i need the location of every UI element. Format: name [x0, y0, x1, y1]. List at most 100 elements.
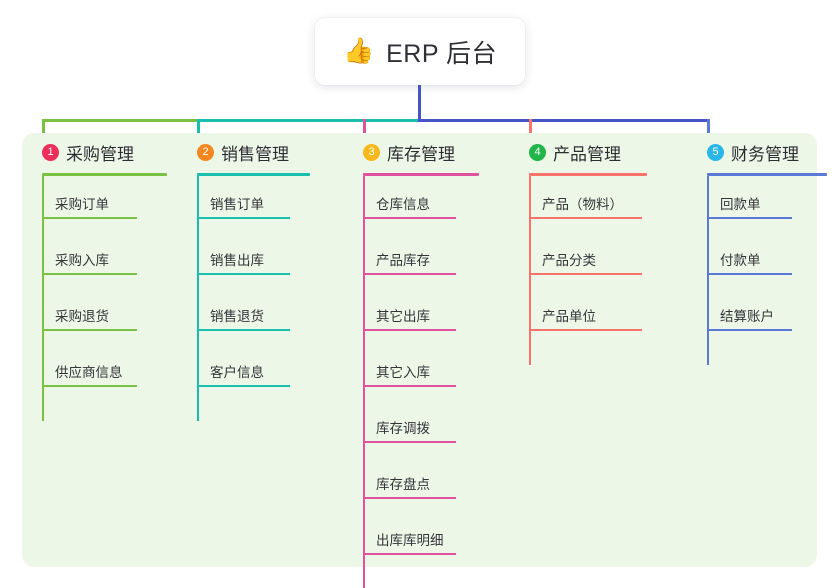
leaf-item-underline [363, 329, 456, 331]
leaf-item-underline [42, 385, 137, 387]
leaf-item[interactable]: 其它入库 [363, 344, 456, 387]
leaf-item-underline [363, 553, 456, 555]
trunk-segment-2 [197, 119, 419, 122]
leaf-item-underline [363, 441, 456, 443]
leaf-item[interactable]: 供应商信息 [42, 344, 137, 387]
thumbs-up-icon: 👍 [342, 37, 375, 65]
leaf-item-label: 产品单位 [542, 309, 596, 324]
branch-title-3: 库存管理 [387, 144, 455, 164]
leaf-item-underline [363, 385, 456, 387]
leaf-item-label: 回款单 [720, 197, 761, 212]
leaf-item-underline [707, 217, 792, 219]
branch-underline-2 [197, 173, 310, 176]
leaf-item-label: 销售出库 [210, 253, 264, 268]
leaf-item-underline [197, 217, 290, 219]
leaf-item-underline [707, 329, 792, 331]
leaf-item-underline [42, 273, 137, 275]
branch-badge-4: 4 [529, 143, 546, 161]
branch-header-1[interactable]: 1 采购管理 [42, 133, 134, 171]
leaf-item-underline [363, 217, 456, 219]
leaf-item[interactable]: 产品（物料） [529, 176, 642, 219]
branch-badge-2: 2 [197, 143, 214, 161]
branch-title-2: 销售管理 [221, 144, 289, 164]
leaf-item[interactable]: 采购订单 [42, 176, 137, 219]
leaf-item[interactable]: 付款单 [707, 232, 792, 275]
leaf-item-label: 库存盘点 [376, 477, 430, 492]
leaf-item-underline [197, 329, 290, 331]
leaf-item-label: 产品（物料） [542, 197, 623, 212]
branch-spine-5 [707, 176, 709, 365]
leaf-item-label: 采购入库 [55, 253, 109, 268]
leaf-item-label: 供应商信息 [55, 365, 123, 380]
leaf-item-label: 其它出库 [376, 309, 430, 324]
leaf-item[interactable]: 产品分类 [529, 232, 642, 275]
leaf-item-label: 销售退货 [210, 309, 264, 324]
branch-badge-3: 3 [363, 143, 380, 161]
branch-badge-1: 1 [42, 143, 59, 161]
leaf-item-underline [42, 329, 137, 331]
leaf-item[interactable]: 库存调拨 [363, 400, 456, 443]
leaf-item-underline [529, 273, 642, 275]
leaf-item[interactable]: 仓库信息 [363, 176, 456, 219]
leaf-item-underline [197, 385, 290, 387]
branch-column-5: 5 财务管理回款单付款单结算账户 [707, 133, 827, 365]
branch-spine-1 [42, 176, 44, 421]
branch-title-4: 产品管理 [553, 144, 621, 164]
leaf-item[interactable]: 结算账户 [707, 288, 792, 331]
leaf-item[interactable]: 出库库明细 [363, 512, 456, 555]
branch-title-1: 采购管理 [66, 144, 134, 164]
leaf-item-underline [529, 329, 642, 331]
branch-column-1: 1 采购管理采购订单采购入库采购退货供应商信息 [42, 133, 167, 421]
leaf-item[interactable]: 产品库存 [363, 232, 456, 275]
branch-underline-3 [363, 173, 479, 176]
trunk-segment-root [418, 119, 710, 122]
root-title: ERP 后台 [386, 39, 498, 68]
leaf-item-underline [707, 273, 792, 275]
branch-underline-4 [529, 173, 647, 176]
leaf-item-underline [529, 217, 642, 219]
leaf-item[interactable]: 回款单 [707, 176, 792, 219]
branch-title-5: 财务管理 [731, 144, 799, 164]
leaf-item-label: 销售订单 [210, 197, 264, 212]
leaf-item[interactable]: 销售订单 [197, 176, 290, 219]
leaf-item[interactable]: 客户信息 [197, 344, 290, 387]
leaf-item-label: 仓库信息 [376, 197, 430, 212]
leaf-item[interactable]: 采购退货 [42, 288, 137, 331]
branch-spine-3 [363, 176, 365, 588]
branch-header-2[interactable]: 2 销售管理 [197, 133, 289, 171]
trunk-segment-1 [42, 119, 198, 122]
branch-spine-2 [197, 176, 199, 421]
leaf-item[interactable]: 销售退货 [197, 288, 290, 331]
leaf-item[interactable]: 库存盘点 [363, 456, 456, 499]
leaf-item-label: 采购订单 [55, 197, 109, 212]
branch-panel: 1 采购管理采购订单采购入库采购退货供应商信息 2 销售管理销售订单销售出库销售退货客… [22, 133, 827, 588]
leaf-item[interactable]: 产品单位 [529, 288, 642, 331]
branch-column-2: 2 销售管理销售订单销售出库销售退货客户信息 [197, 133, 310, 421]
leaf-item-label: 出库库明细 [376, 533, 444, 548]
leaf-item-label: 客户信息 [210, 365, 264, 380]
branch-header-5[interactable]: 5 财务管理 [707, 133, 799, 171]
leaf-item-label: 付款单 [720, 253, 761, 268]
leaf-item-label: 库存调拨 [376, 421, 430, 436]
branch-column-4: 4 产品管理产品（物料） 产品分类产品单位 [529, 133, 647, 365]
leaf-item[interactable]: 销售出库 [197, 232, 290, 275]
leaf-item-label: 其它入库 [376, 365, 430, 380]
leaf-item-label: 产品分类 [542, 253, 596, 268]
branch-underline-5 [707, 173, 827, 176]
leaf-item[interactable]: 其它出库 [363, 288, 456, 331]
leaf-item-underline [42, 217, 137, 219]
leaf-item-underline [197, 273, 290, 275]
leaf-item-underline [363, 273, 456, 275]
branch-spine-4 [529, 176, 531, 365]
branch-header-3[interactable]: 3 库存管理 [363, 133, 455, 171]
root-node[interactable]: 👍 ERP 后台 [315, 18, 525, 85]
leaf-item-label: 采购退货 [55, 309, 109, 324]
leaf-item-label: 结算账户 [720, 309, 774, 324]
leaf-item-label: 产品库存 [376, 253, 430, 268]
leaf-item[interactable]: 采购入库 [42, 232, 137, 275]
root-connector [418, 85, 421, 122]
branch-badge-5: 5 [707, 143, 724, 161]
branch-column-3: 3 库存管理仓库信息产品库存其它出库其它入库库存调拨库存盘点出库库明细 [363, 133, 479, 588]
branch-header-4[interactable]: 4 产品管理 [529, 133, 621, 171]
